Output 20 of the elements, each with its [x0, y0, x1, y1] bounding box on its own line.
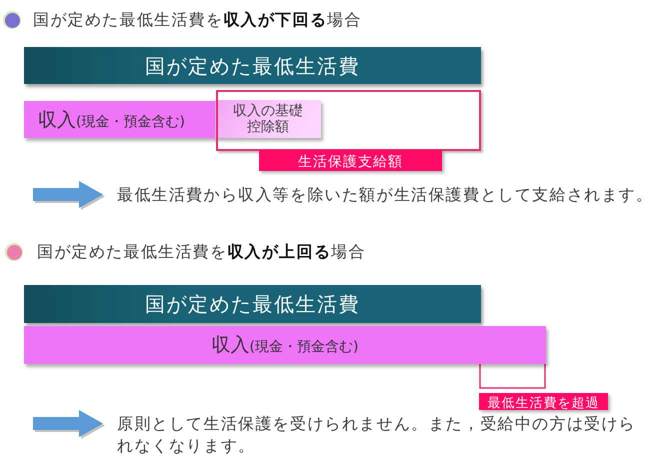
- income-note: (現金・預金含む): [76, 114, 185, 130]
- section-heading: 国が定めた最低生活費を収入が上回る場合: [37, 241, 366, 263]
- amount-tag: [259, 150, 442, 171]
- deduction-box: [215, 100, 321, 138]
- income-bar: [24, 101, 215, 138]
- bar-label: 国が定めた最低生活費: [145, 54, 360, 78]
- result-text: 原則として生活保護を受けられません。また，受給中の方は受けられなくなります。: [117, 413, 637, 457]
- minimum-cost-bar: [24, 285, 481, 323]
- result-text: 最低生活費から収入等を除いた額が生活保護費として支給されます。: [117, 184, 654, 206]
- bar-label: 国が定めた最低生活費: [145, 292, 360, 316]
- section-heading: 国が定めた最低生活費を収入が下回る場合: [33, 9, 362, 31]
- minimum-cost-bar: [24, 47, 481, 84]
- income-note: (現金・預金含む): [250, 339, 358, 355]
- income-label: 収入: [38, 108, 76, 130]
- deduction-label: 収入の基礎控除額: [232, 103, 304, 135]
- tag-label: 生活保護支給額: [298, 154, 403, 170]
- income-bar: [24, 326, 546, 364]
- tag-label: 最低生活費を超過: [488, 396, 600, 410]
- amount-tag: [479, 393, 608, 410]
- income-label: 収入: [212, 334, 250, 356]
